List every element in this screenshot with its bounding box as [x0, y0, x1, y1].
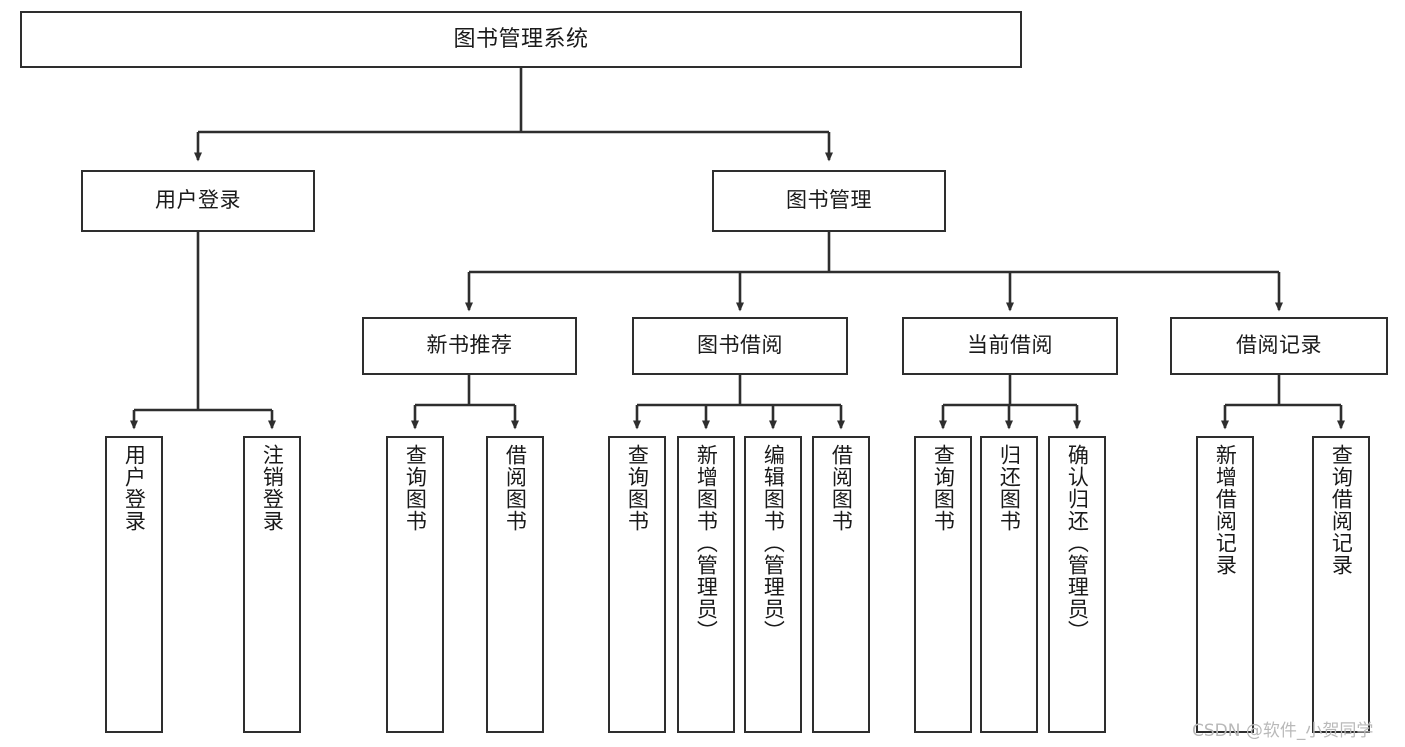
node-leaf-query-book-3[interactable]: 查询图书	[914, 436, 972, 733]
node-leaf-query-borrow-record[interactable]: 查询借阅记录	[1312, 436, 1370, 733]
node-leaf-user-login[interactable]: 用户登录	[105, 436, 163, 733]
node-leaf-add-book-admin[interactable]: 新增图书（管理员）	[677, 436, 735, 733]
node-current-borrow[interactable]: 当前借阅	[902, 317, 1118, 375]
node-leaf-confirm-return-admin[interactable]: 确认归还（管理员）	[1048, 436, 1106, 733]
node-leaf-add-borrow-record-label: 新增借阅记录	[1213, 444, 1238, 576]
node-leaf-user-logout-label: 注销登录	[260, 444, 285, 532]
node-leaf-user-login-label: 用户登录	[122, 444, 147, 532]
node-book-borrow-label: 图书借阅	[697, 333, 783, 358]
node-leaf-add-borrow-record[interactable]: 新增借阅记录	[1196, 436, 1254, 733]
node-book-borrow[interactable]: 图书借阅	[632, 317, 848, 375]
node-borrow-record-label: 借阅记录	[1236, 333, 1322, 358]
node-leaf-edit-book-admin-label: 编辑图书（管理员）	[761, 444, 786, 642]
node-leaf-borrow-book-1-label: 借阅图书	[503, 444, 528, 532]
node-leaf-user-logout[interactable]: 注销登录	[243, 436, 301, 733]
node-leaf-edit-book-admin[interactable]: 编辑图书（管理员）	[744, 436, 802, 733]
node-user-login-label: 用户登录	[155, 188, 241, 213]
node-leaf-return-book[interactable]: 归还图书	[980, 436, 1038, 733]
node-new-book-recommend-label: 新书推荐	[426, 333, 513, 358]
node-user-login[interactable]: 用户登录	[81, 170, 315, 232]
node-leaf-query-borrow-record-label: 查询借阅记录	[1329, 444, 1354, 576]
node-borrow-record[interactable]: 借阅记录	[1170, 317, 1388, 375]
node-leaf-borrow-book-2-label: 借阅图书	[829, 444, 854, 532]
node-new-book-recommend[interactable]: 新书推荐	[362, 317, 577, 375]
node-leaf-query-book-2-label: 查询图书	[625, 444, 650, 532]
node-leaf-confirm-return-admin-label: 确认归还（管理员）	[1065, 444, 1090, 642]
node-book-manage[interactable]: 图书管理	[712, 170, 946, 232]
node-root[interactable]: 图书管理系统	[20, 11, 1022, 68]
node-leaf-query-book-3-label: 查询图书	[931, 444, 956, 532]
node-leaf-borrow-book-2[interactable]: 借阅图书	[812, 436, 870, 733]
node-leaf-borrow-book-1[interactable]: 借阅图书	[486, 436, 544, 733]
node-root-label: 图书管理系统	[453, 26, 589, 52]
node-leaf-return-book-label: 归还图书	[997, 444, 1022, 532]
node-leaf-query-book-2[interactable]: 查询图书	[608, 436, 666, 733]
node-leaf-query-book-1[interactable]: 查询图书	[386, 436, 444, 733]
node-leaf-query-book-1-label: 查询图书	[403, 444, 428, 532]
node-book-manage-label: 图书管理	[786, 188, 872, 213]
node-leaf-add-book-admin-label: 新增图书（管理员）	[694, 444, 719, 642]
node-current-borrow-label: 当前借阅	[967, 333, 1053, 358]
csdn-watermark: CSDN @软件_小贺同学	[1192, 721, 1374, 741]
